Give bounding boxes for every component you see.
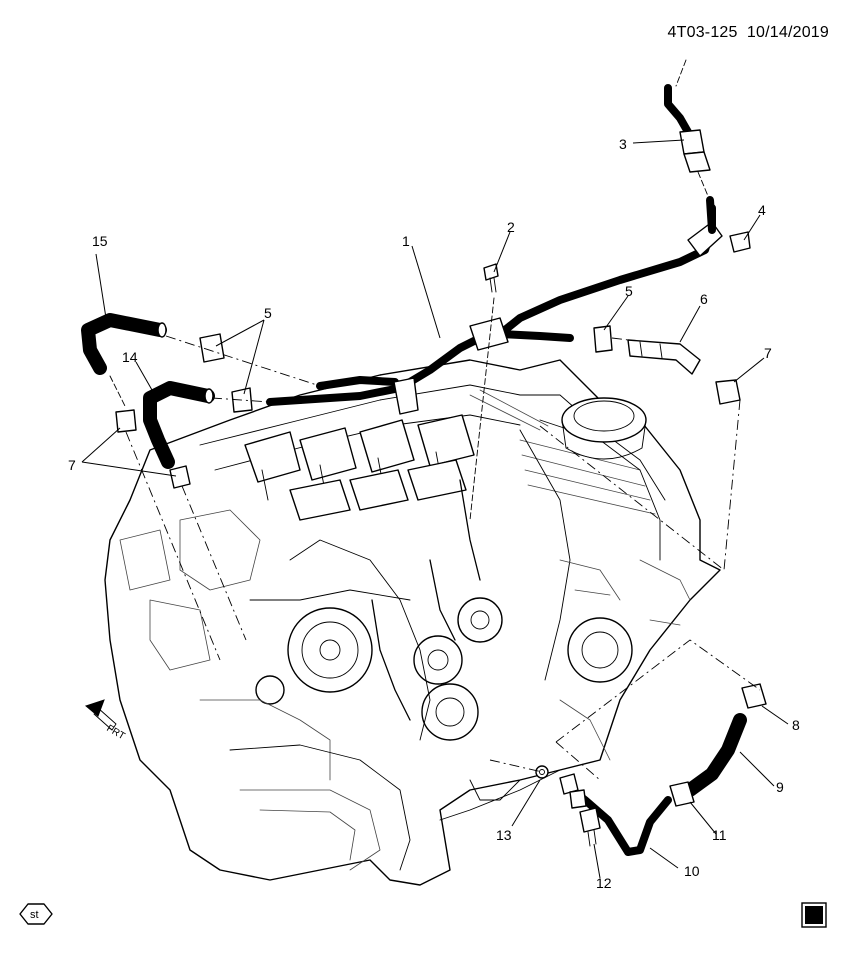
- callout-7b: 7: [68, 457, 76, 473]
- callout-13: 13: [496, 827, 512, 843]
- pulleys: [255, 597, 633, 741]
- callout-5b: 5: [625, 283, 633, 299]
- front-label: FRT: [105, 723, 127, 742]
- callout-9: 9: [776, 779, 784, 795]
- callout-11: 11: [712, 827, 727, 843]
- callout-3: 3: [619, 136, 627, 152]
- callout-2: 2: [507, 219, 515, 235]
- part-14-hose: [143, 381, 215, 469]
- callout-5a: 5: [264, 305, 272, 321]
- st-badge: st: [19, 903, 53, 925]
- diagram-code: 4T03-125: [667, 24, 738, 41]
- front-direction-arrow: FRT: [84, 699, 127, 742]
- engine-assembly: [104, 359, 721, 886]
- part-7-clips: [115, 379, 741, 489]
- part-1-tube: [266, 204, 723, 415]
- diagram-header: 4T03-125 10/14/2019: [668, 24, 829, 42]
- callout-14: 14: [122, 349, 138, 365]
- part-5-clips: [199, 325, 613, 413]
- part-6-hose: [627, 339, 701, 375]
- coil-packs: [244, 414, 475, 521]
- callout-4: 4: [758, 202, 766, 218]
- callout-1: 1: [402, 233, 410, 249]
- part-15-hose: [81, 313, 167, 409]
- callout-labels: 1 2 3 4 5 5 6 7 7 8 9 10 11 12 13 14 15: [68, 136, 800, 891]
- gm-logo: [801, 902, 827, 928]
- guide-lines: [125, 335, 741, 661]
- part-4-clip: [729, 231, 751, 253]
- callout-10: 10: [684, 863, 700, 879]
- diagram-date: 10/14/2019: [746, 24, 829, 41]
- lower-right-parts: [489, 639, 767, 856]
- callout-12: 12: [596, 875, 612, 891]
- part-2-bolt: [469, 231, 511, 521]
- st-label: st: [30, 909, 39, 921]
- leader-lines: [81, 139, 789, 879]
- callout-15: 15: [92, 233, 108, 249]
- oil-filler-cap: [561, 397, 647, 460]
- callout-7a: 7: [764, 345, 772, 361]
- callout-8: 8: [792, 717, 800, 733]
- callout-6: 6: [700, 291, 708, 307]
- part-3-connector: [664, 59, 716, 234]
